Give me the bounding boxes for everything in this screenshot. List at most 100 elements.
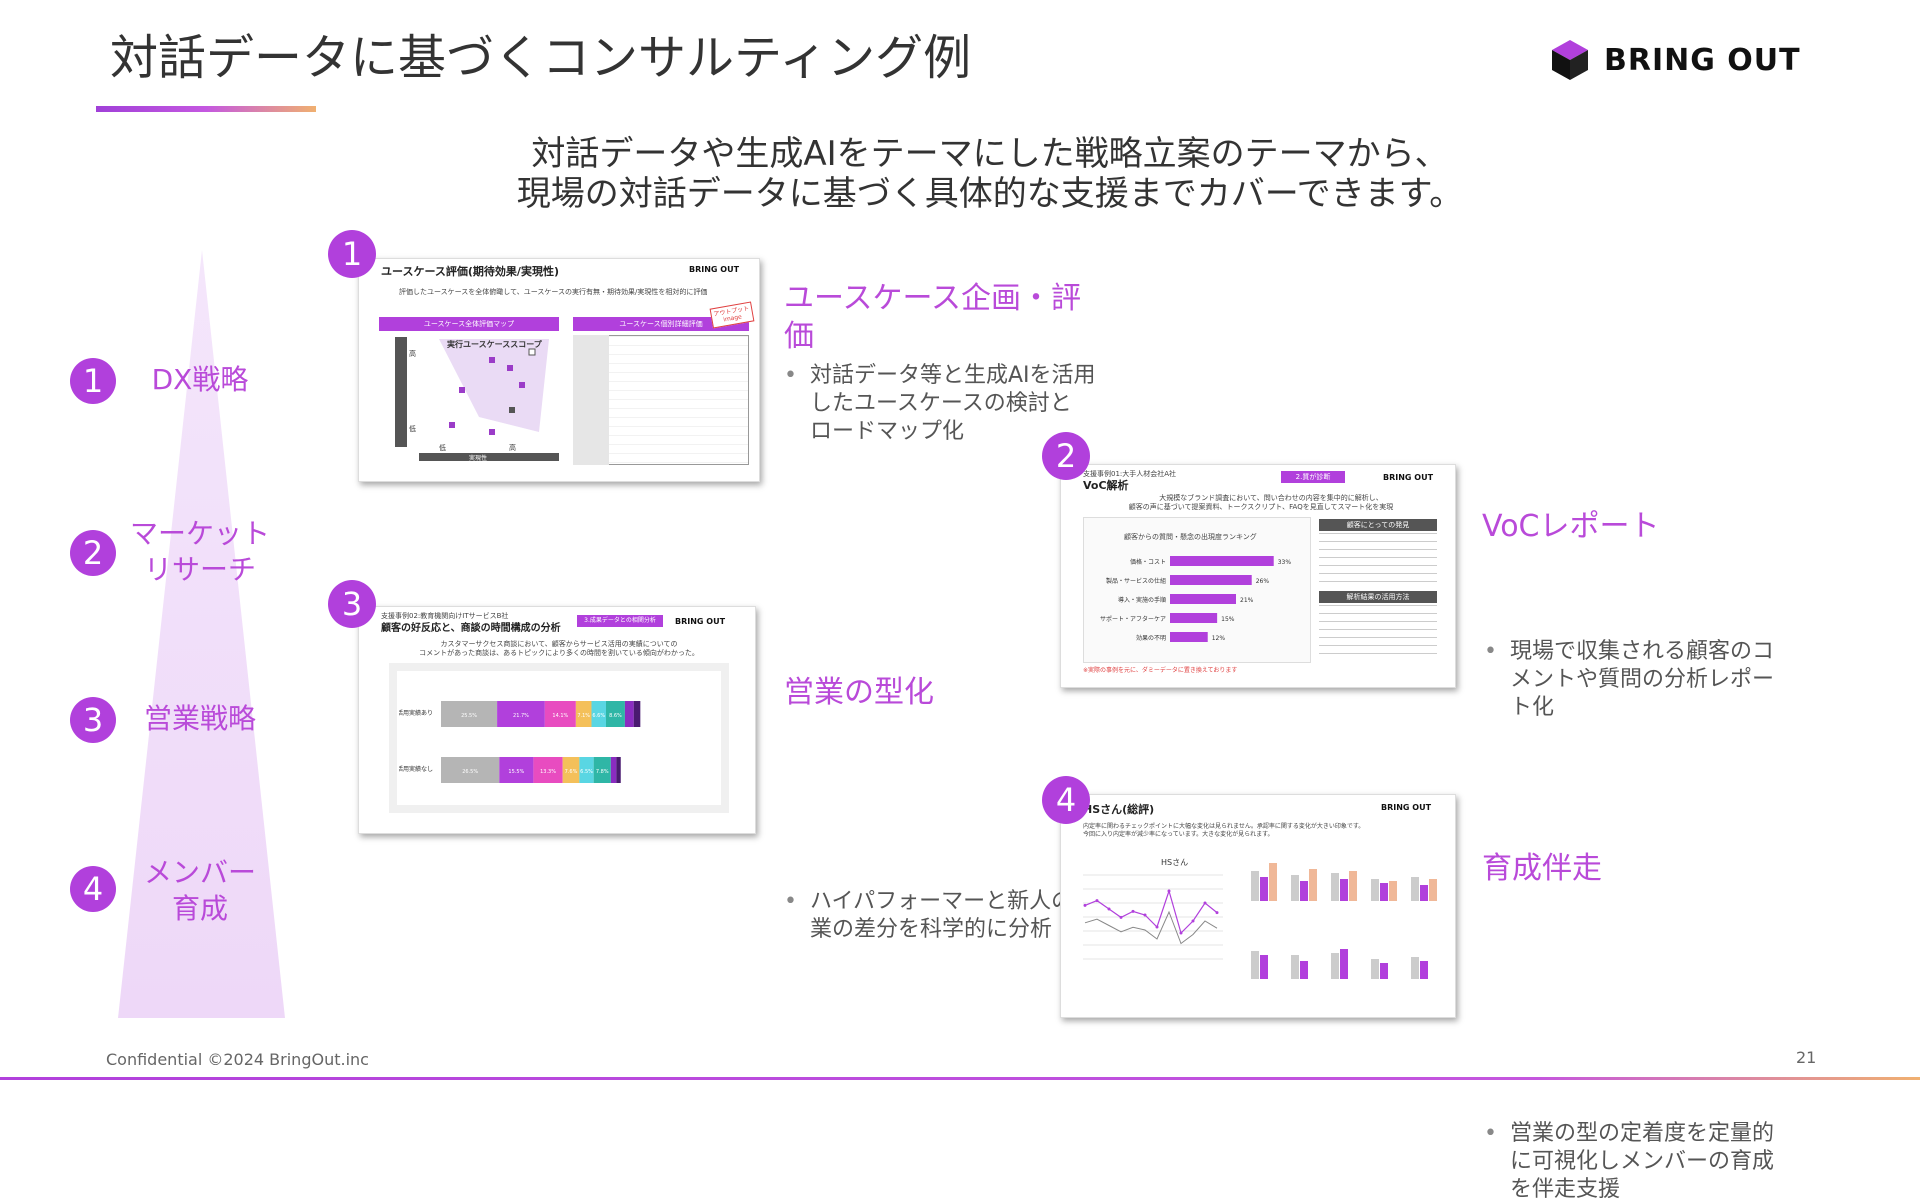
thumb-desc-1: カスタマーサクセス商談において、顧客からサービス活用の実績についての [440, 640, 678, 648]
subtitle-line-2: 現場の対話データに基づく具体的な支援までカバーできます。 [516, 174, 1464, 214]
slide-subtitle: 対話データや生成AIをテーマにした戦略立案のテーマから、 現場の対話データに基づ… [440, 134, 1540, 214]
title-underline [96, 106, 316, 112]
subtitle-line-1: 対話データや生成AIをテーマにした戦略立案のテーマから、 [531, 134, 1449, 174]
thumb-side-1-header: 顧客にとっての発見 [1319, 519, 1437, 531]
stack-segment [562, 757, 580, 783]
line-point [1179, 931, 1183, 935]
line-point [1107, 907, 1111, 911]
thumb-x-label: 実現性 [469, 455, 488, 462]
stage-3: 3 [70, 697, 116, 743]
bullet-line: ト化 [1510, 695, 1555, 720]
case-title-line: ユースケース企画・評 [784, 281, 1081, 316]
thumb-right-header: ユースケース個別詳細評価 [573, 317, 749, 331]
stack-segment-label: 7.1% [577, 713, 590, 719]
case-2-bullet: • 現場で収集される顧客のコ メントや質問の分析レポー ト化 [1482, 638, 1860, 722]
page-number: 21 [1796, 1048, 1817, 1067]
thumb-table-header-col [573, 335, 609, 465]
case-3-number: 3 [328, 580, 376, 628]
thumb-desc: 評価したユースケースを全体俯瞰して、ユースケースの実行有無・期待効果/実現性を相… [399, 288, 708, 296]
stage-label-line: 営業戦略 [143, 702, 256, 735]
bar-label: 製品・サービスの仕組 [1106, 577, 1166, 585]
case-1-bullet: • 対話データ等と生成AIを活用 したユースケースの検討と ロードマップ化 [782, 362, 1160, 446]
thumb-y-low: 低 [409, 425, 416, 433]
cube-logo-icon [1552, 40, 1588, 80]
case-title-line: 育成伴走 [1482, 851, 1602, 886]
case-title-line: VoCレポート [1482, 509, 1660, 544]
stage-label-line: DX戦略 [151, 363, 249, 396]
case-4-bullet: • 営業の型の定着度を定量的 に可視化しメンバーの育成 を伴走支援 [1482, 1120, 1860, 1204]
stage-4: 4 [70, 866, 116, 912]
bullet-dot: • [784, 889, 797, 914]
thumb-left-header: ユースケース全体評価マップ [379, 317, 559, 331]
bullet-line: を伴走支援 [1510, 1177, 1621, 1202]
thumb-tag: 3.成果データとの相関分析 [577, 615, 663, 627]
bar-label: サポート・アフターケア [1100, 615, 1166, 623]
stack-segment [633, 701, 641, 727]
bullet-line: ロードマップ化 [810, 419, 965, 444]
thumbnail-coaching-report: HSさん(総評) BRING OUT 内定率に関わるチェックポイントに大幅な変化… [1060, 794, 1456, 1018]
bar-label: 効果の不明 [1136, 634, 1166, 642]
bullet-line: 現場で収集される顧客のコ [1510, 639, 1775, 664]
stage-label-line: メンバー [143, 856, 256, 889]
case-1-title: ユースケース企画・評 価 [784, 280, 1124, 356]
stack-segment-label: 25.5% [461, 713, 477, 719]
slide-title: 対話データに基づくコンサルティング例 [110, 30, 972, 86]
stack-segment [497, 701, 545, 727]
thumb-desc-1: 内定率に関わるチェックポイントに大幅な変化は見られません。承認率に関する変化が大… [1083, 823, 1365, 830]
stack-segment [624, 701, 634, 727]
stage-label-line: 育成 [171, 892, 228, 925]
stack-segment [499, 757, 534, 783]
thumb-note: ※実際の事例を元に、ダミーデータに置き換えております [1083, 667, 1238, 674]
thumb-x-low: 低 [439, 444, 446, 452]
stage-label-line: リサーチ [143, 553, 256, 586]
bullet-dot: • [1484, 1121, 1497, 1146]
case-title-line: 価 [784, 319, 814, 354]
case-4-number: 4 [1042, 776, 1090, 824]
stack-segment [606, 701, 625, 727]
bring-out-logo: BRING OUT [1550, 38, 1801, 82]
thumb-map-label: 実行ユースケーススコープ [447, 340, 542, 349]
stack-segment-label: 8.6% [609, 713, 622, 719]
thumb-stacked-chart: サービス活用実績あり25.5%21.7%14.1%7.1%6.6%8.6%サービ… [399, 701, 641, 783]
thumb-map [439, 339, 549, 435]
line-series [1084, 888, 1218, 935]
line-point [1143, 913, 1147, 917]
stack-segment-label: 7.6% [565, 769, 578, 775]
stack-segment [579, 757, 594, 783]
thumb-logo: BRING OUT [689, 265, 740, 274]
logo-text: BRING OUT [1604, 42, 1801, 78]
bullet-line: メントや質問の分析レポー [1510, 667, 1775, 692]
bar [1170, 575, 1252, 585]
stack-segment [575, 701, 592, 727]
bottom-accent-line [0, 1077, 1920, 1080]
thumb-tag: 2.質が診断 [1281, 471, 1345, 483]
stack-segment-label: 14.1% [552, 713, 568, 719]
line-point [1167, 889, 1171, 893]
thumb-title: HSさん(総評) [1083, 803, 1155, 816]
bar-value: 21% [1240, 597, 1254, 604]
thumb-desc-1: 大規模なブランド調査において、問い合わせの内容を集中的に解析し、 [1159, 494, 1383, 502]
thumb-mini-bars [1251, 863, 1437, 979]
stack-segment [441, 701, 498, 727]
stack-segment-label: 26.5% [462, 769, 478, 775]
stage-label-line: マーケット [129, 517, 270, 550]
stack-segment [616, 757, 621, 783]
stage-2-label: マーケット リサーチ [120, 516, 280, 588]
confidential-footer: Confidential ©2024 BringOut.inc [106, 1050, 369, 1069]
stage-2: 2 [70, 530, 116, 576]
bar [1170, 556, 1274, 566]
thumb-desc-2: 顧客の声に基づいて提案資料、トークスクリプト、FAQを見直してスマート化を実現 [1128, 503, 1394, 511]
bullet-line: 営業の型の定着度を定量的 [1510, 1121, 1775, 1146]
case-3-title: 営業の型化 [784, 674, 1124, 712]
thumb-logo: BRING OUT [1383, 473, 1434, 482]
bullet-line: したユースケースの検討と [810, 391, 1072, 416]
line-series-2 [1084, 910, 1218, 945]
stage-pyramid [118, 250, 285, 1018]
stack-segment-label: 21.7% [513, 713, 529, 719]
stack-segment-label: 15.5% [508, 769, 524, 775]
thumb-desc-2: 今回に入り内定率が減少率になっています。大きな変化が見られます。 [1083, 831, 1274, 838]
thumb-logo: BRING OUT [675, 617, 726, 626]
thumb-side-2-header: 解析結果の活用方法 [1319, 591, 1437, 603]
thumb-y-axis [395, 337, 407, 447]
